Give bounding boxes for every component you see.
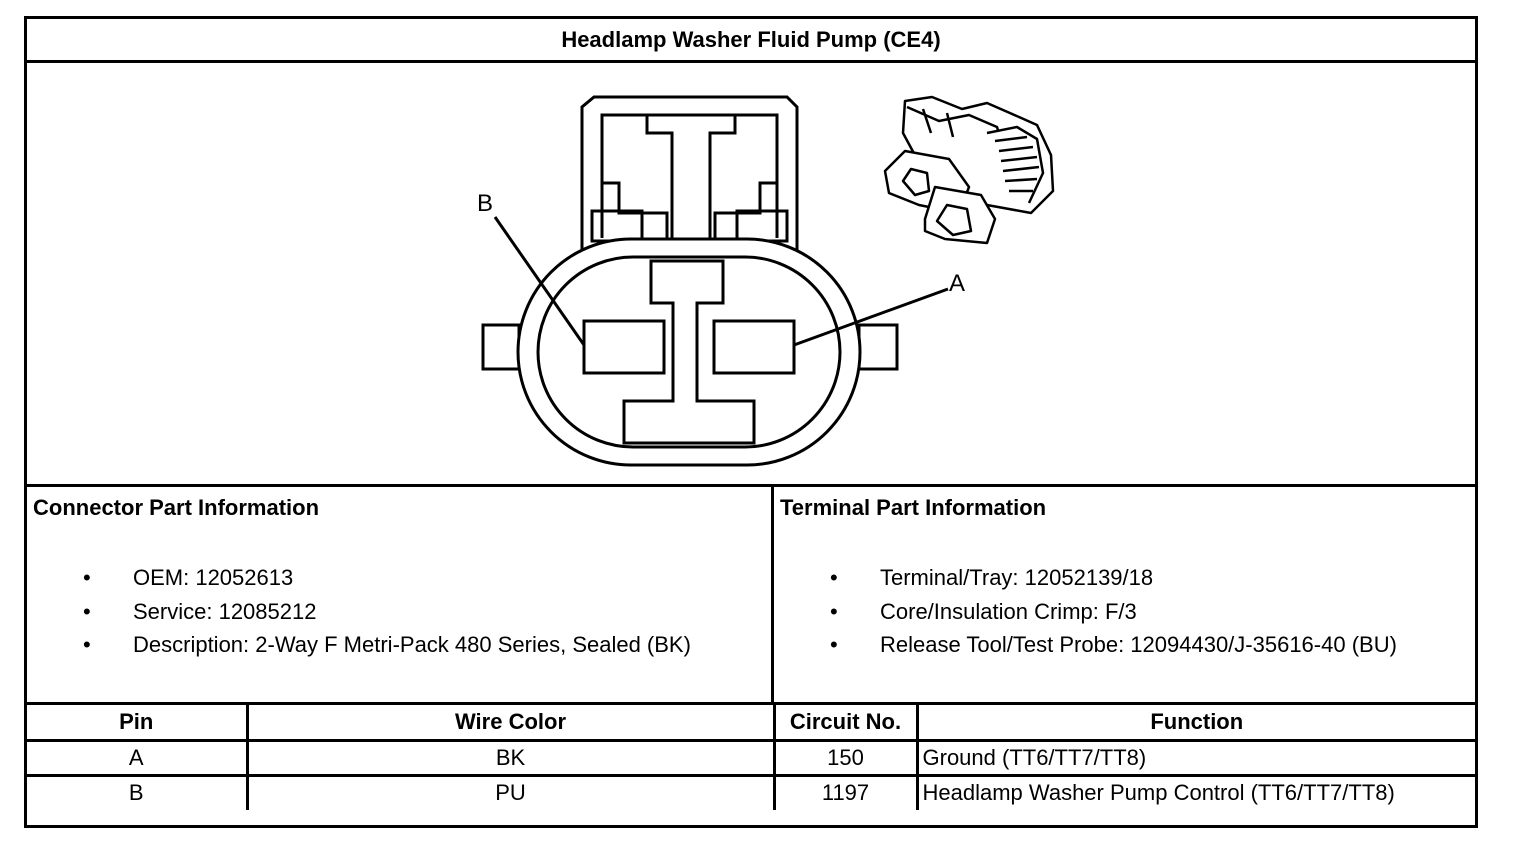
bullet-glyph: • [83, 565, 91, 590]
cavity-a [712, 319, 796, 375]
connector-body-inner [536, 255, 842, 449]
pinout-table: Pin Wire Color Circuit No. Function A BK… [27, 705, 1475, 810]
header-pin: Pin [27, 705, 249, 742]
cell-wire-color: BK [245, 738, 776, 777]
cell-function: Headlamp Washer Pump Control (TT6/TT7/TT… [915, 773, 1475, 810]
connector-part-info: Connector Part Information • OEM: 120526… [27, 487, 774, 702]
connector-face-diagram: B A [477, 95, 1055, 467]
latch-base-left [590, 209, 644, 243]
table-row: B PU 1197 Headlamp Washer Pump Control (… [27, 773, 1475, 810]
connector-body-outer [516, 237, 862, 467]
terminal-release-tool: Release Tool/Test Probe: 12094430/J-3561… [880, 632, 1397, 657]
header-wire-color: Wire Color [245, 705, 776, 742]
table-header-row: Pin Wire Color Circuit No. Function [27, 705, 1475, 742]
terminal-info-heading: Terminal Part Information [780, 495, 1047, 520]
pin-label-b: B [477, 190, 493, 217]
side-tab-left [481, 323, 521, 371]
latch-ribs [602, 181, 777, 241]
bullet-glyph: • [83, 598, 91, 624]
bullet-glyph: • [830, 565, 838, 590]
bullet-glyph: • [830, 632, 838, 657]
latch-housing [580, 95, 799, 275]
cell-circuit-no: 1197 [772, 773, 919, 810]
side-tab-right [857, 323, 899, 371]
header-circuit-no: Circuit No. [772, 705, 919, 742]
terminal-tray: Terminal/Tray: 12052139/18 [880, 565, 1154, 590]
connector-sheet: Headlamp Washer Fluid Pump (CE4) [24, 16, 1478, 828]
latch-inner [600, 113, 779, 238]
cavity-b [582, 319, 666, 375]
sheet-title: Headlamp Washer Fluid Pump (CE4) [27, 19, 1475, 63]
cell-pin: A [27, 738, 249, 777]
connector-info-heading: Connector Part Information [33, 495, 320, 520]
terminal-part-info: Terminal Part Information • Terminal/Tra… [774, 487, 1475, 702]
connector-service: Service: 12085212 [133, 598, 317, 624]
pin-label-a: A [949, 270, 965, 297]
leader-line-a [793, 287, 949, 347]
terminal-crimp: Core/Insulation Crimp: F/3 [880, 598, 1137, 624]
bullet-glyph: • [830, 598, 838, 624]
center-divider [622, 259, 756, 445]
latch-tee [645, 115, 737, 243]
cell-wire-color: PU [245, 773, 776, 810]
connector-isometric-illustration [883, 95, 1055, 245]
connector-description: Description: 2-Way F Metri-Pack 480 Seri… [133, 632, 691, 657]
connector-oem: OEM: 12052613 [133, 565, 294, 590]
latch-base-right [735, 209, 789, 243]
bullet-glyph: • [83, 632, 91, 657]
header-function: Function [915, 705, 1475, 742]
cell-function: Ground (TT6/TT7/TT8) [915, 738, 1475, 777]
cell-circuit-no: 150 [772, 738, 919, 777]
leader-line-b [493, 216, 586, 346]
cell-pin: B [27, 773, 249, 810]
connector-diagram-area: B A [27, 63, 1475, 487]
table-row: A BK 150 Ground (TT6/TT7/TT8) [27, 738, 1475, 777]
part-info-row: Connector Part Information • OEM: 120526… [27, 487, 1475, 705]
